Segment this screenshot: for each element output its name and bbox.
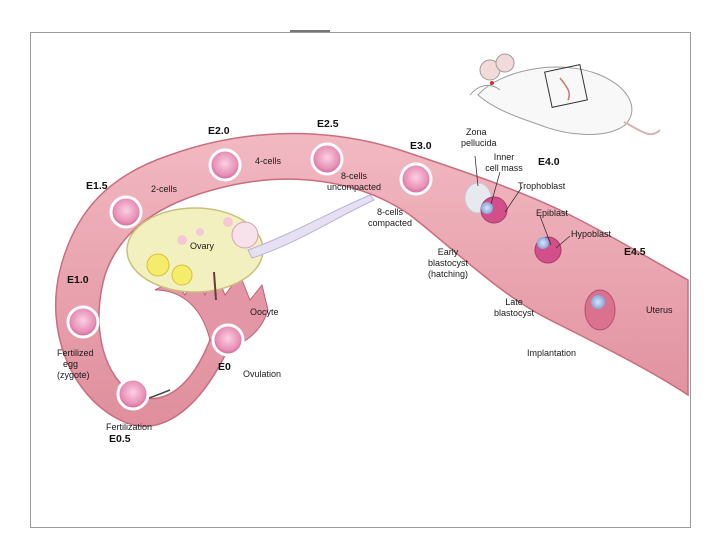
label-oocyte: Oocyte [250, 307, 279, 317]
stage-e1-0: E1.0 [67, 275, 89, 286]
stage-e2-5: E2.5 [317, 119, 339, 130]
cell-zygote [68, 307, 98, 337]
label-zona-line2: pellucida [461, 138, 497, 148]
label-fertilized-egg-line3: (zygote) [57, 370, 90, 380]
label-hypoblast: Hypoblast [571, 229, 611, 239]
stage-e1-5: E1.5 [86, 181, 108, 192]
label-zona-line1: Zona [466, 127, 487, 137]
label-late-blastocyst-line2: blastocyst [484, 308, 544, 318]
label-inner-cell-mass-line2: cell mass [476, 163, 532, 173]
label-trophoblast: Trophoblast [518, 181, 565, 191]
label-ovary: Ovary [190, 241, 214, 251]
label-fertilized-egg-line1: Fertilized [57, 348, 94, 358]
cell-2-cells [111, 197, 141, 227]
label-early-blastocyst-line2: blastocyst [416, 258, 480, 268]
mouse-illustration [470, 54, 660, 134]
stage-e4-0: E4.0 [538, 157, 560, 168]
label-8-compacted-line2: compacted [358, 218, 422, 228]
cell-fertilization [118, 379, 148, 409]
cell-8-compacted [401, 164, 431, 194]
label-2-cells: 2-cells [151, 184, 177, 194]
label-early-blastocyst-line1: Early [416, 247, 480, 257]
label-4-cells: 4-cells [255, 156, 281, 166]
label-inner-cell-mass-line1: Inner [476, 152, 532, 162]
cell-8-uncompacted [312, 144, 342, 174]
label-fertilized-egg-line2: egg [63, 359, 78, 369]
label-early-blastocyst-line3: (hatching) [416, 269, 480, 279]
label-implantation: Implantation [527, 348, 576, 358]
cell-oocyte-ovulation [213, 325, 243, 355]
stage-e3-0: E3.0 [410, 141, 432, 152]
cell-4-cells [210, 150, 240, 180]
stage-e4-5: E4.5 [624, 247, 646, 258]
label-uterus: Uterus [646, 305, 673, 315]
label-8-uncompacted-line2: uncompacted [322, 182, 386, 192]
label-epiblast: Epiblast [536, 208, 568, 218]
label-fertilization: Fertilization [106, 422, 152, 432]
label-8-uncompacted-line1: 8-cells [322, 171, 386, 181]
stage-e0-5: E0.5 [109, 434, 131, 445]
stage-e2-0: E2.0 [208, 126, 230, 137]
label-late-blastocyst-line1: Late [484, 297, 544, 307]
stage-e0: E0 [218, 362, 231, 373]
label-ovulation: Ovulation [243, 369, 281, 379]
label-8-compacted-line1: 8-cells [358, 207, 422, 217]
